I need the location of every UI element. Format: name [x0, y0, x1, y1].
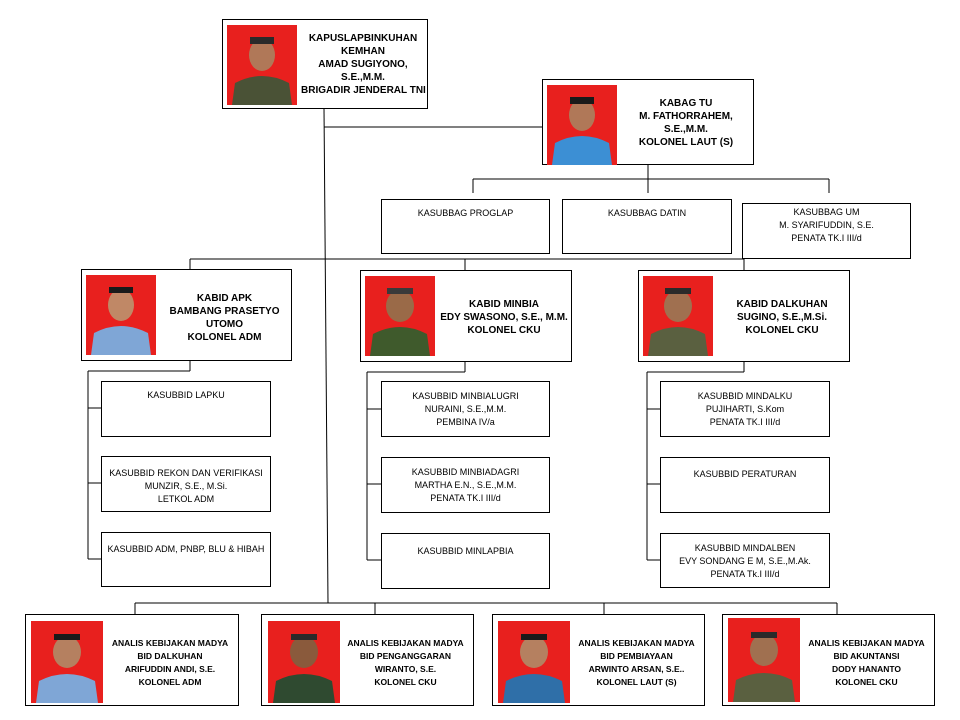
kabag-tu-name: M. FATHORRAHEM,	[639, 111, 733, 122]
head-text: KAPUSLAPBINKUHAN KEMHAN AMAD SUGIYONO, S…	[301, 32, 426, 97]
analis-penganggaran-box: ANALIS KEBIJAKAN MADYA BID PENGANGGARAN …	[261, 614, 474, 706]
analis-penganggaran-rank: KOLONEL CKU	[374, 677, 437, 687]
kabid-minbia-photo	[365, 276, 435, 356]
subbid-minbiadagri-title: KASUBBID MINBIADAGRI	[411, 467, 520, 477]
subbag-um-box: KASUBBAG UM M. SYARIFUDDIN, S.E. PENATA …	[742, 203, 911, 259]
subbid-minlapbia-box: KASUBBID MINLAPBIA	[381, 533, 550, 589]
subbid-minbialugri-name: NURAINI, S.E.,M.M.	[424, 404, 507, 414]
subbid-minlapbia-title: KASUBBID MINLAPBIA	[417, 546, 514, 556]
subbag-datin-box: KASUBBAG DATIN	[562, 199, 732, 254]
kabid-apk-box: KABID APK BAMBANG PRASETYO UTOMO KOLONEL…	[81, 269, 292, 361]
subbag-um-title: KASUBBAG UM	[793, 207, 860, 217]
subbag-proglap-box: KASUBBAG PROGLAP	[381, 199, 550, 254]
analis-pembiayaan-photo	[498, 621, 570, 703]
kabid-apk-rank: KOLONEL ADM	[187, 332, 262, 343]
analis-dalkuhan-bid: BID DALKUHAN	[137, 651, 203, 661]
analis-penganggaran-name: WIRANTO, S.E.	[374, 664, 437, 674]
analis-penganggaran-photo	[268, 621, 340, 703]
subbid-mindalku-title: KASUBBID MINDALKU	[697, 391, 793, 401]
analis-dalkuhan-name: ARIFUDDIN ANDI, S.E.	[124, 664, 216, 674]
analis-akuntansi-box: ANALIS KEBIJAKAN MADYA BID AKUNTANSI DOD…	[722, 614, 935, 706]
subbid-mindalku-name: PUJIHARTI, S.Kom	[705, 404, 785, 414]
kabag-tu-text: KABAG TU M. FATHORRAHEM, S.E.,M.M. KOLON…	[621, 97, 751, 149]
kabid-apk-text: KABID APK BAMBANG PRASETYO UTOMO KOLONEL…	[160, 292, 289, 344]
kabid-apk-name2: UTOMO	[205, 319, 244, 330]
subbid-mindalku-rank: PENATA TK.I III/d	[709, 417, 781, 427]
kabid-apk-name1: BAMBANG PRASETYO	[169, 306, 280, 317]
subbid-minbialugri-rank: PEMBINA IV/a	[436, 417, 495, 427]
analis-pembiayaan-box: ANALIS KEBIJAKAN MADYA BID PEMBIAYAAN AR…	[492, 614, 705, 706]
analis-akuntansi-bid: BID AKUNTANSI	[833, 651, 900, 661]
kabid-minbia-rank: KOLONEL CKU	[467, 325, 541, 336]
kabid-dalkuhan-rank: KOLONEL CKU	[745, 325, 819, 336]
analis-akuntansi-text: ANALIS KEBIJAKAN MADYA BID AKUNTANSI DOD…	[801, 637, 932, 689]
head-name: AMAD SUGIYONO,	[318, 59, 408, 70]
kabid-apk-title: KABID APK	[196, 293, 253, 304]
head-title: KAPUSLAPBINKUHAN	[308, 33, 418, 44]
kabid-minbia-box: KABID MINBIA EDY SWASONO, S.E., M.M. KOL…	[360, 270, 572, 362]
kabag-tu-title: KABAG TU	[659, 98, 713, 109]
subbid-lapku-box: KASUBBID LAPKU	[101, 381, 271, 437]
kabid-dalkuhan-text: KABID DALKUHAN SUGINO, S.E.,M.Si. KOLONE…	[717, 298, 847, 337]
kabid-apk-photo	[86, 275, 156, 355]
analis-pembiayaan-rank: KOLONEL LAUT (S)	[596, 677, 677, 687]
analis-dalkuhan-title: ANALIS KEBIJAKAN MADYA	[111, 638, 229, 648]
subbid-minbiadagri-box: KASUBBID MINBIADAGRI MARTHA E.N., S.E.,M…	[381, 457, 550, 513]
subbag-datin-title: KASUBBAG DATIN	[607, 208, 687, 218]
kabid-minbia-text: KABID MINBIA EDY SWASONO, S.E., M.M. KOL…	[439, 298, 569, 337]
analis-akuntansi-title: ANALIS KEBIJAKAN MADYA	[808, 638, 925, 648]
kabid-dalkuhan-name: SUGINO, S.E.,M.Si.	[736, 312, 827, 323]
analis-dalkuhan-text: ANALIS KEBIJAKAN MADYA BID DALKUHAN ARIF…	[104, 637, 236, 689]
analis-akuntansi-name: DODY HANANTO	[831, 664, 902, 674]
subbid-rekon-name: MUNZIR, S.E., M.Si.	[144, 481, 228, 491]
subbid-adm-box: KASUBBID ADM, PNBP, BLU & HIBAH	[101, 532, 271, 587]
subbag-proglap-title: KASUBBAG PROGLAP	[417, 208, 514, 218]
head-degree: S.E.,M.M.	[341, 72, 385, 83]
head-rank: BRIGADIR JENDERAL TNI	[301, 85, 426, 96]
subbid-peraturan-box: KASUBBID PERATURAN	[660, 457, 830, 513]
subbid-peraturan-title: KASUBBID PERATURAN	[693, 469, 797, 479]
subbag-um-rank: PENATA TK.I III/d	[791, 233, 862, 243]
analis-pembiayaan-text: ANALIS KEBIJAKAN MADYA BID PEMBIAYAAN AR…	[571, 637, 702, 689]
kabid-minbia-name: EDY SWASONO, S.E., M.M.	[440, 312, 568, 323]
subbid-minbiadagri-rank: PENATA TK.I III/d	[430, 493, 501, 503]
subbid-minbiadagri-name: MARTHA E.N., S.E.,M.M.	[414, 480, 517, 490]
subbid-mindalben-box: KASUBBID MINDALBEN EVY SONDANG E M, S.E.…	[660, 533, 830, 588]
kabag-tu-box: KABAG TU M. FATHORRAHEM, S.E.,M.M. KOLON…	[542, 79, 754, 165]
subbid-lapku-title: KASUBBID LAPKU	[147, 390, 225, 400]
head-photo	[227, 25, 297, 105]
kabag-tu-degree: S.E.,M.M.	[664, 124, 708, 135]
analis-penganggaran-bid: BID PENGANGGARAN	[359, 651, 452, 661]
subbag-um-name: M. SYARIFUDDIN, S.E.	[779, 220, 874, 230]
kabid-dalkuhan-title: KABID DALKUHAN	[736, 299, 828, 310]
kabid-dalkuhan-box: KABID DALKUHAN SUGINO, S.E.,M.Si. KOLONE…	[638, 270, 850, 362]
head-box: KAPUSLAPBINKUHAN KEMHAN AMAD SUGIYONO, S…	[222, 19, 428, 109]
analis-penganggaran-title: ANALIS KEBIJAKAN MADYA	[347, 638, 464, 648]
analis-dalkuhan-photo	[31, 621, 103, 703]
analis-akuntansi-photo	[728, 618, 800, 702]
analis-akuntansi-rank: KOLONEL CKU	[835, 677, 898, 687]
kabid-minbia-title: KABID MINBIA	[469, 299, 539, 310]
head-org: KEMHAN	[341, 46, 385, 57]
subbid-rekon-title: KASUBBID REKON DAN VERIFIKASI	[109, 468, 263, 478]
subbid-mindalben-name: EVY SONDANG E M, S.E.,M.Ak.	[679, 556, 811, 566]
kabag-tu-rank: KOLONEL LAUT (S)	[638, 137, 734, 148]
subbid-rekon-box: KASUBBID REKON DAN VERIFIKASI MUNZIR, S.…	[101, 456, 271, 512]
analis-dalkuhan-box: ANALIS KEBIJAKAN MADYA BID DALKUHAN ARIF…	[25, 614, 239, 706]
kabag-tu-photo	[547, 85, 617, 165]
analis-pembiayaan-name: ARWINTO ARSAN, S.E..	[588, 664, 685, 674]
subbid-minbialugri-title: KASUBBID MINBIALUGRI	[412, 391, 519, 401]
analis-pembiayaan-title: ANALIS KEBIJAKAN MADYA	[578, 638, 695, 648]
kabid-dalkuhan-photo	[643, 276, 713, 356]
analis-pembiayaan-bid: BID PEMBIAYAAN	[600, 651, 673, 661]
subbid-mindalku-box: KASUBBID MINDALKU PUJIHARTI, S.Kom PENAT…	[660, 381, 830, 437]
subbid-mindalben-rank: PENATA Tk.I III/d	[710, 569, 780, 579]
subbid-rekon-rank: LETKOL ADM	[157, 494, 215, 504]
subbid-mindalben-title: KASUBBID MINDALBEN	[694, 543, 796, 553]
subbid-minbialugri-box: KASUBBID MINBIALUGRI NURAINI, S.E.,M.M. …	[381, 381, 550, 437]
analis-dalkuhan-rank: KOLONEL ADM	[138, 677, 202, 687]
subbid-adm-title: KASUBBID ADM, PNBP, BLU & HIBAH	[107, 544, 265, 554]
analis-penganggaran-text: ANALIS KEBIJAKAN MADYA BID PENGANGGARAN …	[340, 637, 471, 689]
